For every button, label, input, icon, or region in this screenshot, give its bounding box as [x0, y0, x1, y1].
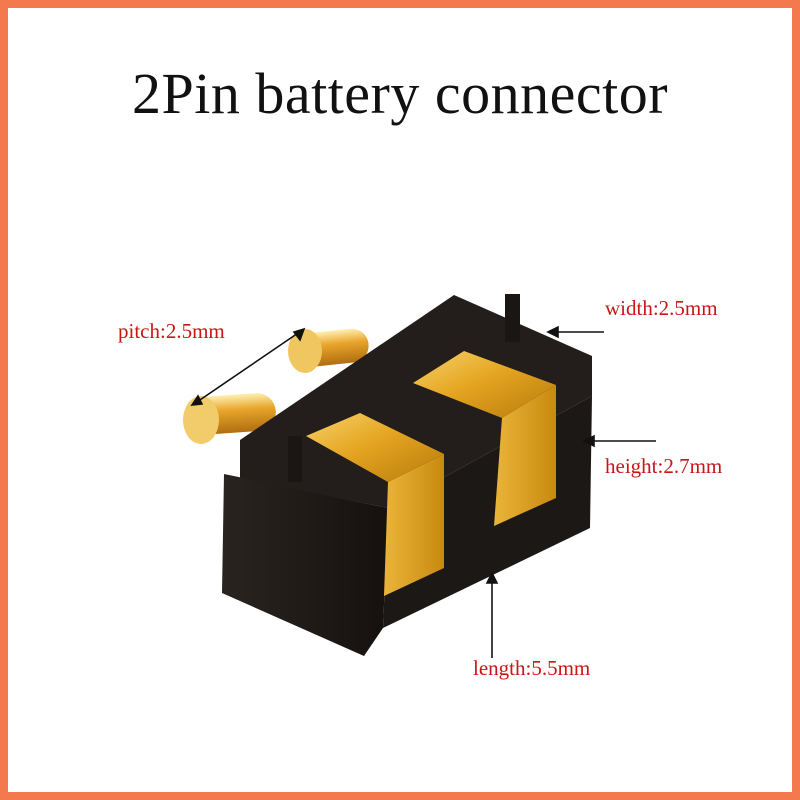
pitch-arrow	[190, 327, 306, 406]
spring-pin-back	[288, 328, 369, 373]
height-label: height:2.7mm	[605, 454, 723, 478]
mounting-post-left	[288, 436, 302, 482]
width-arrow	[546, 325, 604, 339]
mounting-post-right	[505, 294, 520, 342]
length-label: length:5.5mm	[473, 656, 591, 680]
product-title: 2Pin battery connector	[131, 61, 669, 126]
housing-top	[240, 295, 592, 508]
height-arrow	[582, 434, 656, 448]
length-arrow	[485, 571, 499, 658]
connector-photo	[183, 294, 656, 658]
gold-contact-right	[413, 351, 556, 526]
width-label: width:2.5mm	[605, 296, 718, 320]
spring-pin-front	[183, 393, 276, 444]
housing-front	[222, 474, 388, 656]
pitch-label: pitch:2.5mm	[118, 319, 225, 343]
gold-contact-left	[306, 413, 444, 596]
